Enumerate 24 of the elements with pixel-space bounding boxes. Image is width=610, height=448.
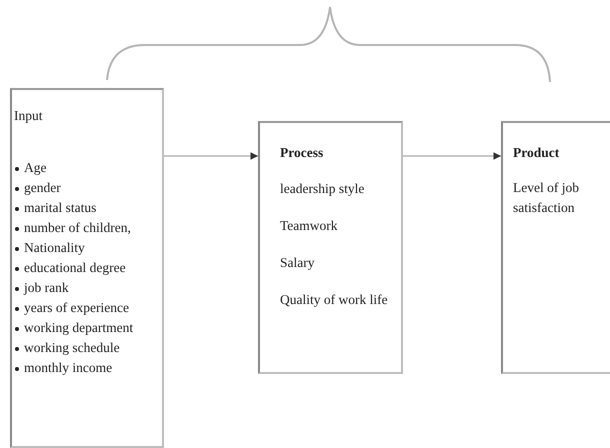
bullet-item: gender (24, 179, 62, 197)
bullet-item: monthly income (24, 359, 114, 377)
bullet-item: working schedule (24, 339, 121, 357)
bullet-item: job rank (24, 279, 70, 297)
box-text: Level of job satisfaction (513, 179, 580, 217)
process-box (258, 121, 403, 374)
bullet-item: Age (24, 159, 48, 177)
box-text: Salary (280, 254, 316, 272)
box-heading: Input (14, 107, 42, 125)
arrow (403, 152, 501, 160)
bullet-item: Nationality (24, 239, 86, 257)
box-heading: Product (513, 144, 560, 162)
product-box (501, 121, 610, 374)
bullet-item: number of children, (24, 219, 132, 237)
bullet-item: years of experience (24, 299, 130, 317)
bullet-item: educational degree (24, 259, 127, 277)
arrow (164, 152, 258, 160)
bullet-item: working department (24, 319, 134, 337)
box-text: Quality of work life (280, 291, 389, 309)
box-heading: Process (280, 144, 324, 162)
input-box (10, 88, 164, 448)
box-text: Teamwork (280, 217, 339, 235)
bullet-item: marital status (24, 199, 98, 217)
box-text: leadership style (280, 180, 366, 198)
